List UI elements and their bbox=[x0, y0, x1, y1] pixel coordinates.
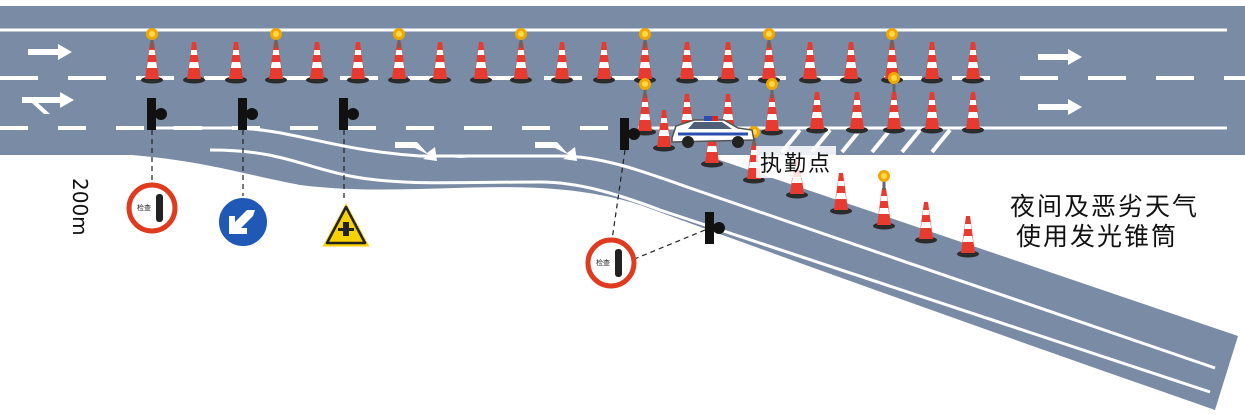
checkpoint-label: 执勤点 bbox=[756, 146, 837, 178]
police-car-icon bbox=[671, 116, 755, 148]
night-cone-note-line-1: 夜间及恶劣天气 bbox=[1010, 192, 1200, 221]
distance-label: 200m bbox=[68, 178, 92, 236]
checkpoint-sign-right-text: 检查 bbox=[596, 259, 610, 267]
night-cone-note: 夜间及恶劣天气 使用发光锥筒 bbox=[1010, 192, 1199, 252]
checkpoint-sign-left-text: 检查 bbox=[137, 204, 151, 212]
checkpoint-sign-left bbox=[126, 182, 178, 234]
night-cone-note-line-2: 使用发光锥筒 bbox=[1016, 222, 1179, 251]
checkpoint-sign-right bbox=[585, 237, 637, 289]
lane-arrows bbox=[22, 44, 1082, 161]
lane-dashes bbox=[0, 76, 1245, 130]
warning-beacon-icon bbox=[878, 170, 890, 190]
edge-lines bbox=[0, 28, 1227, 394]
leader-lines bbox=[151, 130, 706, 261]
slow-down-sign-icon bbox=[318, 198, 374, 250]
keep-left-sign-icon bbox=[217, 196, 269, 248]
